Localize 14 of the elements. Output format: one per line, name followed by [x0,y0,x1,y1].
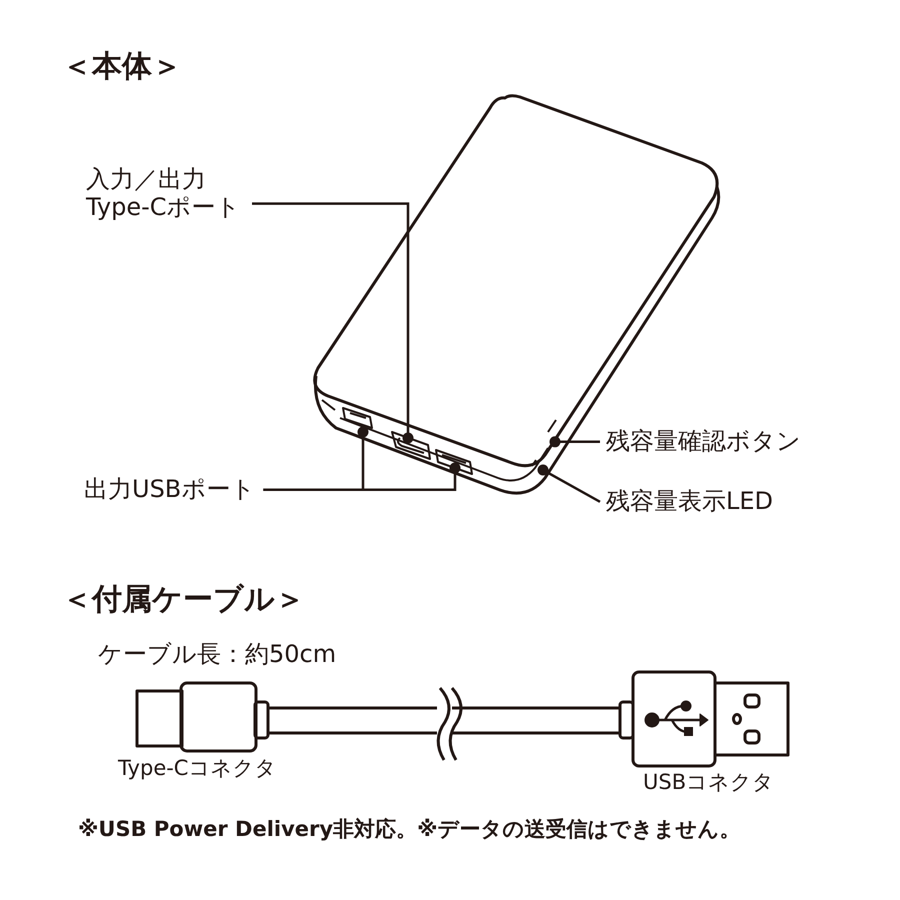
section-heading: ＜付属ケーブル＞ [62,583,305,618]
cable-length-text: ケーブル長：約50cm [98,641,336,669]
leader-line [263,462,460,492]
callout-label: 残容量確認ボタン [606,428,801,456]
footnote: ※USB Power Delivery非対応。※データの送受信はできません。 [78,817,741,842]
connector-label: Type-Cコネクタ [118,756,276,780]
callout-label: 残容量表示LED [606,488,774,516]
callout-label: 出力USBポート [84,476,256,504]
section-heading: ＜本体＞ [62,50,182,84]
leader-line [252,202,414,444]
leader-line [538,464,601,503]
callout-label: 入力／出力Type-Cポート [86,166,242,222]
leader-line [550,436,600,448]
connector-label: USBコネクタ [643,770,774,794]
